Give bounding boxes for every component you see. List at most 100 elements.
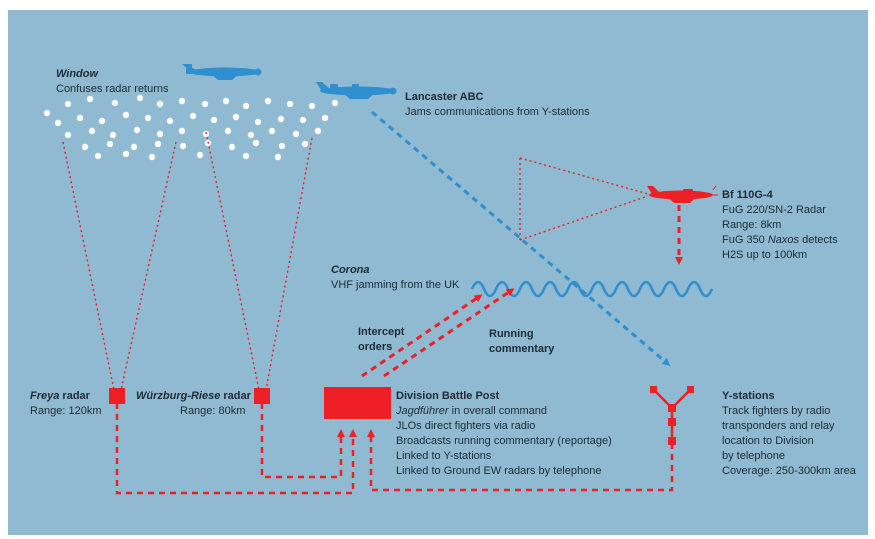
- y-station-antenna-icon: [650, 386, 694, 445]
- division-line3: Broadcasts running commentary (reportage…: [396, 435, 612, 447]
- chaff-dot: [301, 140, 309, 148]
- bf110-line3-pre: FuG 350: [722, 234, 768, 246]
- chaff-dot: [81, 143, 89, 151]
- ystations-line1: Track fighters by radio: [722, 405, 831, 417]
- bf110-line3-post: detects: [799, 234, 838, 246]
- division-battle-post-icon: [324, 387, 391, 419]
- division-battle-post-label: Division Battle Post Jagdführer in overa…: [396, 389, 612, 479]
- window-title: Window: [56, 68, 99, 80]
- chaff-dot: [268, 127, 276, 135]
- intercept-line2: orders: [358, 341, 393, 353]
- chaff-dot: [154, 140, 162, 148]
- division-line2: JLOs direct fighters via radio: [396, 420, 536, 432]
- chaff-dot: [210, 116, 218, 124]
- jamming-line-to-ystations: [371, 110, 671, 366]
- intercept-orders-arrow: [361, 294, 483, 378]
- window-desc: Confuses radar returns: [56, 83, 169, 95]
- chaff-dot: [86, 95, 94, 103]
- chaff-dot: [189, 112, 197, 120]
- chaff-dot: [331, 99, 339, 107]
- freya-title-name: Freya: [30, 390, 60, 402]
- bf110-line3: FuG 350 Naxos detects: [722, 233, 838, 248]
- corona-desc: VHF jamming from the UK: [331, 279, 460, 291]
- chaff-dot: [224, 127, 232, 135]
- lancaster-top-icon: [182, 64, 262, 80]
- telephone-links: [115, 403, 674, 495]
- running-commentary-label: Running commentary: [489, 327, 554, 357]
- chaff-dot: [274, 153, 282, 161]
- division-title: Division Battle Post: [396, 390, 500, 402]
- lancaster-abc-title: Lancaster ABC: [405, 91, 484, 103]
- intercept-orders-label: Intercept orders: [358, 325, 404, 355]
- wurzburg-range: Range: 80km: [180, 405, 246, 417]
- chaff-dot: [122, 111, 130, 119]
- chaff-dot: [64, 131, 72, 139]
- freya-beam-left: [62, 141, 115, 391]
- chaff-dot: [156, 100, 164, 108]
- running-commentary-arrow: [383, 288, 515, 378]
- chaff-dot: [247, 131, 255, 139]
- lancaster-abc-desc: Jams communications from Y-stations: [405, 106, 590, 118]
- chaff-dot: [136, 94, 144, 102]
- window-label: Window Confuses radar returns: [56, 67, 169, 97]
- chaff-dot: [76, 114, 84, 122]
- bf110-icon: [647, 185, 718, 203]
- chaff-dot: [98, 117, 106, 125]
- wurzburg-label: Würzburg-Riese radar Range: 80km: [136, 389, 251, 419]
- chaff-dot: [254, 118, 262, 126]
- chaff-dot: [228, 143, 236, 151]
- wurzburg-title: Würzburg-Riese radar: [136, 389, 251, 404]
- chaff-dot: [299, 116, 307, 124]
- freya-title: Freya radar: [30, 389, 102, 404]
- chaff-dot: [179, 142, 187, 150]
- chaff-dot: [144, 114, 152, 122]
- chaff-dot: [94, 152, 102, 160]
- freya-title-rest: radar: [59, 390, 90, 402]
- chaff-dot: [277, 115, 285, 123]
- corona-label: Corona VHF jamming from the UK: [331, 263, 459, 293]
- intercept-line1: Intercept: [358, 326, 405, 338]
- chaff-dot: [314, 127, 322, 135]
- lancaster-abc-label: Lancaster ABC Jams communications from Y…: [405, 90, 590, 120]
- chaff-dot: [286, 100, 294, 108]
- ystations-label: Y-stations Track fighters by radio trans…: [722, 389, 856, 479]
- window-chaff-dots: [43, 94, 339, 161]
- wurzburg-title-name: Würzburg-Riese: [136, 390, 221, 402]
- chaff-dot: [278, 142, 286, 150]
- freya-radar-icon: [109, 388, 125, 404]
- chaff-dot: [308, 102, 316, 110]
- chaff-dot: [196, 151, 204, 159]
- chaff-dot: [106, 140, 114, 148]
- wurzburg-beam-left: [205, 131, 260, 391]
- bf110-title: Bf 110G-4: [722, 189, 773, 201]
- chaff-dot: [178, 97, 186, 105]
- ystations-line5: Coverage: 250-300km area: [722, 465, 856, 477]
- chaff-dot: [88, 127, 96, 135]
- chaff-dot: [252, 139, 260, 147]
- bf110-line3-naxos: Naxos: [767, 234, 800, 246]
- bf110-line1: FuG 220/SN-2 Radar: [722, 204, 826, 216]
- lancaster-abc-icon: [316, 82, 397, 99]
- radar-beams: [62, 131, 313, 391]
- ystations-title: Y-stations: [722, 390, 775, 402]
- running-line2: commentary: [489, 343, 555, 355]
- chaff-dot: [64, 100, 72, 108]
- chaff-dot: [166, 117, 174, 125]
- sn2-radar-cone: [519, 157, 649, 241]
- chaff-dot: [292, 130, 300, 138]
- ystations-telephone-link: [367, 429, 674, 492]
- freya-telephone-link: [115, 403, 357, 495]
- chaff-dot: [111, 99, 119, 107]
- chaff-dot: [232, 113, 240, 121]
- chaff-dot: [122, 150, 130, 158]
- division-line5: Linked to Ground EW radars by telephone: [396, 465, 602, 477]
- bf110-line4: H2S up to 100km: [722, 249, 807, 261]
- diagram-background: [8, 10, 868, 535]
- corona-title: Corona: [331, 264, 370, 276]
- chaff-dot: [148, 153, 156, 161]
- freya-beam-right: [120, 141, 177, 391]
- chaff-dot: [201, 100, 209, 108]
- division-line4: Linked to Y-stations: [396, 450, 492, 462]
